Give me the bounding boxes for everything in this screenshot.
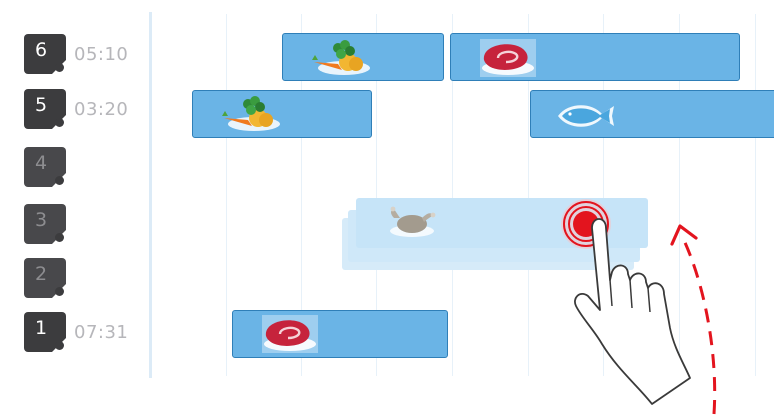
gridline: [679, 14, 680, 376]
rack-time: 03:20: [74, 98, 129, 120]
timer-icon: [55, 118, 64, 127]
timer-icon: [55, 341, 64, 350]
gridline: [755, 14, 756, 376]
rack-time: 05:10: [74, 43, 129, 65]
rack-badge-3[interactable]: 3: [24, 204, 67, 245]
cooking-block-vegetables[interactable]: [282, 33, 444, 81]
gridline: [226, 14, 227, 376]
rack-number: 1: [35, 317, 48, 339]
timer-icon: [55, 176, 64, 185]
rack-badge-1[interactable]: 1: [24, 312, 67, 353]
gridline: [603, 14, 604, 376]
fish-icon: [558, 105, 614, 127]
meat-icon: [480, 39, 536, 77]
vegetables-icon: [222, 96, 280, 131]
rack-badge-4[interactable]: 4: [24, 147, 67, 188]
meat-icon: [262, 315, 318, 353]
vegetables-icon: [312, 40, 370, 75]
gridline: [301, 14, 302, 376]
rack-badge-6[interactable]: 6: [24, 34, 67, 75]
timeline-axis: [149, 12, 152, 378]
timer-icon: [55, 287, 64, 296]
timer-icon: [55, 63, 64, 72]
rack-number: 4: [35, 152, 48, 174]
rack-row-4: 4: [24, 147, 74, 188]
rack-number: 5: [35, 94, 48, 116]
hand-pointer-icon: [574, 218, 691, 405]
rack-row-2: 2: [24, 258, 74, 299]
gridline: [528, 14, 529, 376]
cooking-block-vegetables[interactable]: [192, 90, 372, 138]
poultry-icon: [390, 206, 436, 237]
gridline: [376, 14, 377, 376]
rack-badge-2[interactable]: 2: [24, 258, 67, 299]
gridline: [452, 14, 453, 376]
rack-time: 07:31: [74, 321, 129, 343]
rack-row-6: 6 05:10: [24, 34, 129, 75]
rack-number: 2: [35, 263, 48, 285]
rack-number: 3: [35, 209, 48, 231]
rack-row-1: 1 07:31: [24, 312, 129, 353]
rack-number: 6: [35, 39, 48, 61]
timer-icon: [55, 233, 64, 242]
drag-up-arrow-icon: [670, 224, 717, 415]
rack-badge-5[interactable]: 5: [24, 89, 67, 130]
rack-row-3: 3: [24, 204, 74, 245]
rack-row-5: 5 03:20: [24, 89, 129, 130]
